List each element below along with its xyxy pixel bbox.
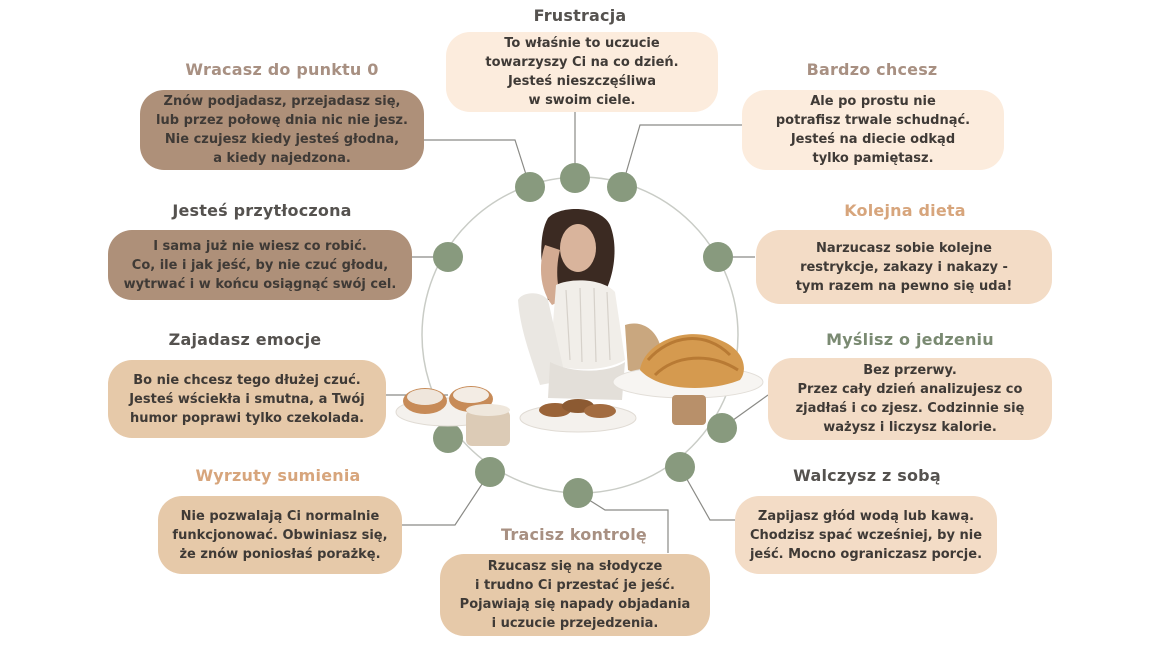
bardzo-line-4: tylko pamiętasz. — [812, 151, 934, 166]
title-tracisz: Tracisz kontrolę — [501, 525, 647, 544]
tracisz-line-2: i trudno Ci przestać je jeść. — [475, 578, 675, 593]
node-walczysz — [665, 452, 695, 482]
title-frustracja: Frustracja — [533, 6, 627, 25]
title-wracasz: Wracasz do punktu 0 — [185, 60, 379, 79]
kolejna-line-2: restrykcje, zakazy i nakazy - — [800, 259, 1008, 275]
myslisz-line-3: zjadłaś i co zjesz. Codzinnie się — [795, 401, 1025, 416]
myslisz-line-1: Bez przerwy. — [863, 363, 957, 378]
zajadasz-line-2: Jesteś wściekła i smutna, a Twój — [129, 391, 365, 407]
connector-bardzo — [621, 124, 742, 188]
wracasz-line-2: lub przez połowę dnia nic nie jesz. — [156, 113, 408, 128]
box-frustracja: To właśnie to uczucie towarzyszy Ci na c… — [446, 32, 718, 112]
przytloczona-line-3: wytrwać i w końcu osiągnąć swój cel. — [123, 276, 397, 292]
zajadasz-line-1: Bo nie chcesz tego dłużej czuć. — [133, 372, 361, 388]
myslisz-line-2: Przez cały dzień analizujesz co — [797, 382, 1023, 397]
frustracja-line-1: To właśnie to uczucie — [504, 36, 660, 51]
zajadasz-line-3: humor poprawi tylko czekolada. — [129, 410, 365, 426]
title-bardzo: Bardzo chcesz — [806, 60, 938, 79]
title-myslisz: Myślisz o jedzeniu — [826, 330, 994, 349]
kolejna-line-3: tym razem na pewno się uda! — [795, 278, 1013, 294]
box-zajadasz: Bo nie chcesz tego dłużej czuć. Jesteś w… — [108, 360, 386, 438]
title-wyrzuty: Wyrzuty sumienia — [195, 466, 361, 485]
node-tracisz — [563, 478, 593, 508]
connector-wracasz — [420, 139, 531, 188]
node-frustracja — [560, 163, 590, 193]
box-wracasz: Znów podjadasz, przejadasz się, lub prze… — [140, 90, 424, 170]
wyrzuty-line-3: że znów poniosłaś porażkę. — [179, 546, 381, 562]
title-kolejna: Kolejna dieta — [844, 201, 966, 220]
connector-wyrzuty — [400, 471, 491, 526]
tracisz-line-1: Rzucasz się na słodycze — [487, 559, 663, 574]
bardzo-line-2: potrafisz trwale schudnąć. — [775, 113, 971, 128]
frustracja-line-4: w swoim ciele. — [528, 93, 636, 108]
wyrzuty-line-2: funkcjonować. Obwiniasz się, — [172, 527, 388, 543]
walczysz-line-3: jeść. Mocno ograniczasz porcje. — [749, 546, 983, 562]
title-przytloczona: Jesteś przytłoczona — [172, 201, 352, 220]
box-myslisz: Bez przerwy. Przez cały dzień analizujes… — [768, 358, 1052, 440]
node-kolejna — [703, 242, 733, 272]
tracisz-line-3: Pojawiają się napady objadania — [459, 597, 691, 612]
node-myslisz — [707, 413, 737, 443]
bardzo-line-1: Ale po prostu nie — [810, 94, 936, 109]
box-bardzo: Ale po prostu nie potrafisz trwale schud… — [742, 90, 1004, 170]
kolejna-line-1: Narzucasz sobie kolejne — [816, 240, 992, 256]
box-tracisz: Rzucasz się na słodycze i trudno Ci prze… — [440, 554, 710, 636]
node-wracasz — [515, 172, 545, 202]
wracasz-line-3: Nie czujesz kiedy jesteś głodna, — [164, 132, 400, 147]
przytloczona-line-1: I sama już nie wiesz co robić. — [153, 238, 367, 254]
frustracja-line-2: towarzyszy Ci na co dzień. — [485, 55, 679, 70]
node-wyrzuty — [475, 457, 505, 487]
box-walczysz: Zapijasz głód wodą lub kawą. Chodzisz sp… — [735, 496, 997, 574]
title-walczysz: Walczysz z sobą — [793, 466, 941, 485]
node-bardzo — [607, 172, 637, 202]
node-zajadasz — [433, 423, 463, 453]
tracisz-line-4: i uczucie przejedzenia. — [491, 616, 659, 631]
title-zajadasz: Zajadasz emocje — [168, 330, 322, 349]
przytloczona-line-2: Co, ile i jak jeść, by nie czuć głodu, — [131, 257, 389, 273]
frustracja-line-3: Jesteś nieszczęśliwa — [507, 74, 657, 89]
box-przytloczona: I sama już nie wiesz co robić. Co, ile i… — [108, 230, 412, 300]
wyrzuty-line-1: Nie pozwalają Ci normalnie — [180, 508, 380, 524]
wracasz-line-1: Znów podjadasz, przejadasz się, — [163, 94, 401, 109]
walczysz-line-1: Zapijasz głód wodą lub kawą. — [757, 508, 975, 524]
connector-walczysz — [679, 466, 735, 521]
myslisz-line-4: ważysz i liczysz kalorie. — [823, 420, 997, 435]
node-przytloczona — [433, 242, 463, 272]
bardzo-line-3: Jesteś na diecie odkąd — [790, 132, 956, 147]
wracasz-line-4: a kiedy najedzona. — [213, 151, 351, 166]
walczysz-line-2: Chodzisz spać wcześniej, by nie — [749, 527, 983, 543]
connector-tracisz — [577, 492, 669, 553]
box-kolejna: Narzucasz sobie kolejne restrykcje, zaka… — [756, 230, 1052, 304]
box-wyrzuty: Nie pozwalają Ci normalnie funkcjonować.… — [158, 496, 402, 574]
